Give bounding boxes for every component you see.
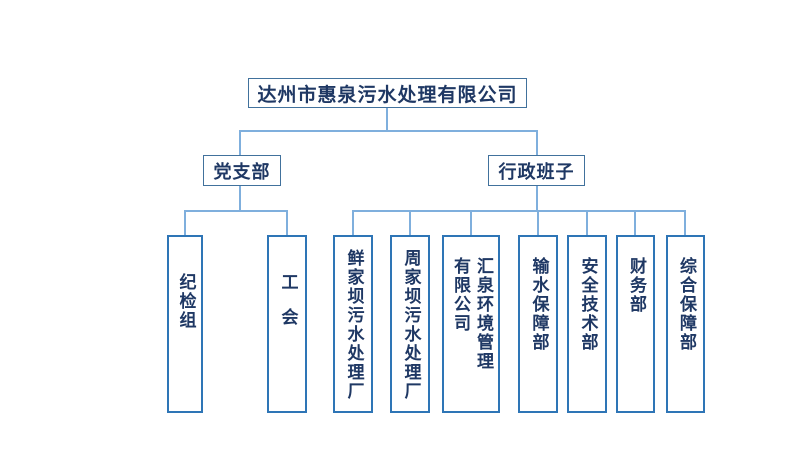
huiquan-environment-company-label: 汇泉环境管理 有限公司 (451, 257, 493, 371)
connector-line (586, 210, 588, 235)
connector-line (684, 210, 686, 235)
connector-line (409, 210, 411, 235)
org-box-party-branch: 党支部 (203, 155, 281, 186)
connector-line (239, 130, 241, 156)
finance-dept-label: 财务部 (626, 257, 646, 314)
org-box-xianjiaba-sewage-plant: 鲜家坝污水处理厂 (333, 235, 373, 413)
org-box-labor-union: 工会 (267, 235, 307, 413)
org-box-zhoujiaba-sewage-plant: 周家坝污水处理厂 (390, 235, 430, 413)
connector-line (352, 210, 686, 212)
org-box-company-root: 达州市惠泉污水处理有限公司 (248, 78, 527, 108)
connector-line (634, 210, 636, 235)
connector-line (184, 210, 186, 235)
discipline-inspection-group-label: 纪检组 (176, 273, 196, 330)
connector-line (537, 210, 539, 235)
connector-line (352, 210, 354, 235)
connector-line (386, 108, 388, 131)
safety-technology-dept-label: 安全技术部 (578, 257, 598, 352)
general-support-dept-label: 综合保障部 (676, 257, 696, 352)
org-box-huiquan-environment-company: 汇泉环境管理 有限公司 (442, 235, 500, 413)
connector-line (239, 185, 241, 211)
connector-line (536, 130, 538, 156)
connector-line (536, 185, 538, 211)
org-box-water-supply-support-dept: 输水保障部 (518, 235, 558, 413)
org-box-safety-technology-dept: 安全技术部 (567, 235, 607, 413)
labor-union-label: 工会 (278, 273, 298, 343)
org-box-finance-dept: 财务部 (616, 235, 655, 413)
company-root-label: 达州市惠泉污水处理有限公司 (257, 84, 518, 106)
xianjiaba-sewage-plant-label: 鲜家坝污水处理厂 (344, 249, 364, 401)
org-box-general-support-dept: 综合保障部 (666, 235, 705, 413)
admin-team-label: 行政班子 (498, 161, 575, 182)
connector-line (286, 210, 288, 235)
org-box-admin-team: 行政班子 (488, 155, 585, 186)
connector-line (239, 130, 538, 132)
connector-line (470, 210, 472, 235)
party-branch-label: 党支部 (213, 161, 271, 182)
connector-line (184, 210, 288, 212)
org-box-discipline-inspection-group: 纪检组 (167, 235, 203, 413)
zhoujiaba-sewage-plant-label: 周家坝污水处理厂 (401, 249, 421, 401)
water-supply-support-dept-label: 输水保障部 (529, 257, 549, 352)
